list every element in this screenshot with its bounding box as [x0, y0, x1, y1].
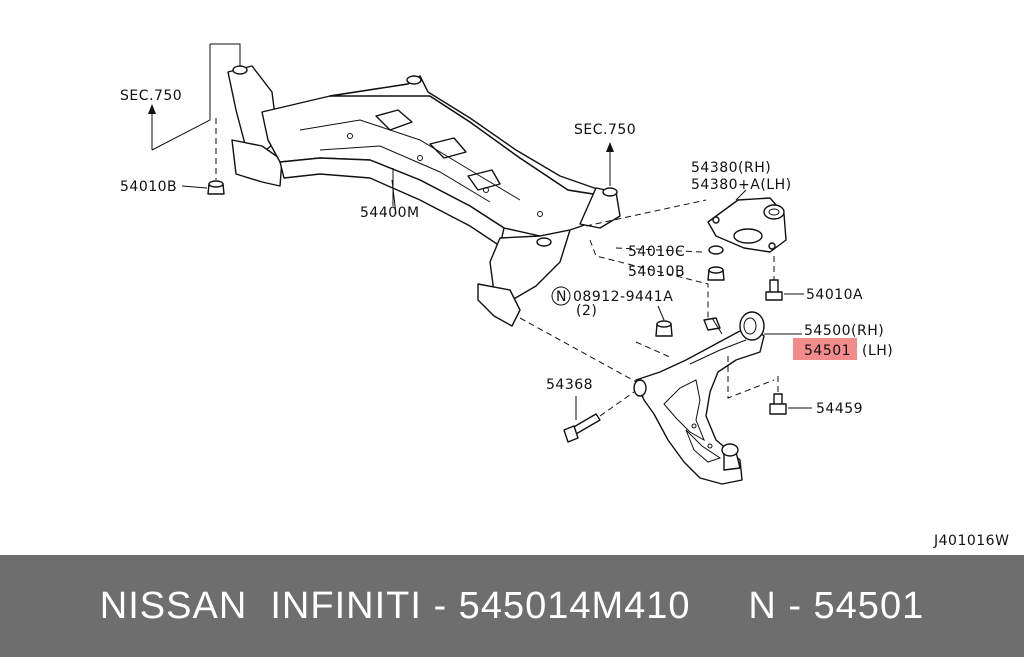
nut-54010b-left-label: 54010B	[120, 179, 177, 195]
nut-54010b-right-label: 54010B	[628, 264, 685, 280]
bolt-54459[interactable]: 54459	[769, 376, 863, 417]
nut-54010c-label: 54010C	[628, 244, 685, 260]
sec750-right-ref: SEC.750	[574, 122, 636, 186]
bolt-54459-label: 54459	[816, 401, 863, 417]
nut-circle-letter: N	[556, 289, 567, 305]
bracket-rh-label: 54380(RH)	[691, 160, 771, 176]
bolt-54368[interactable]: 54368	[546, 377, 635, 443]
bracket-lh-label: 54380+A(LH)	[691, 177, 792, 193]
bolt-54010a-label: 54010A	[806, 287, 863, 303]
crossmember-label: 54400M	[360, 205, 420, 221]
footer-part-number: NISSAN INFINITI - 545014M410 N - 54501	[99, 584, 925, 627]
bracket-54380[interactable]: 54380(RH) 54380+A(LH)	[691, 160, 792, 253]
parts-diagram: SEC.750 54010B 54400M SEC.750 54380(RH) …	[120, 43, 1009, 549]
sec750-left-label: SEC.750	[120, 88, 182, 104]
arm-lh-highlight	[793, 338, 857, 360]
crossmember-54400m[interactable]	[227, 65, 621, 327]
bolt-54010a[interactable]: 54010A	[765, 256, 863, 303]
nut-54010b-right[interactable]: 54010B	[628, 264, 725, 281]
nut-54010b-left[interactable]: 54010B	[120, 118, 225, 195]
nut-08912-9441a[interactable]: N 08912-9441A (2)	[551, 286, 673, 337]
nut-08912-label: 08912-9441A	[573, 289, 673, 305]
lower-arm-54501[interactable]	[633, 311, 765, 485]
bolt-54368-label: 54368	[546, 377, 593, 393]
nut-08912-qty: (2)	[576, 303, 597, 319]
sec750-left-ref: SEC.750	[120, 43, 241, 151]
nut-54010c[interactable]: 54010C	[628, 244, 724, 260]
drawing-code: J401016W	[933, 533, 1009, 549]
arm-lh-side: (LH)	[862, 343, 893, 359]
arm-rh-label: 54500(RH)	[804, 323, 884, 339]
sec750-right-label: SEC.750	[574, 122, 636, 138]
footer-bar: NISSAN INFINITI - 545014M410 N - 54501	[0, 555, 1024, 657]
arm-lh-number: 54501	[804, 343, 851, 359]
